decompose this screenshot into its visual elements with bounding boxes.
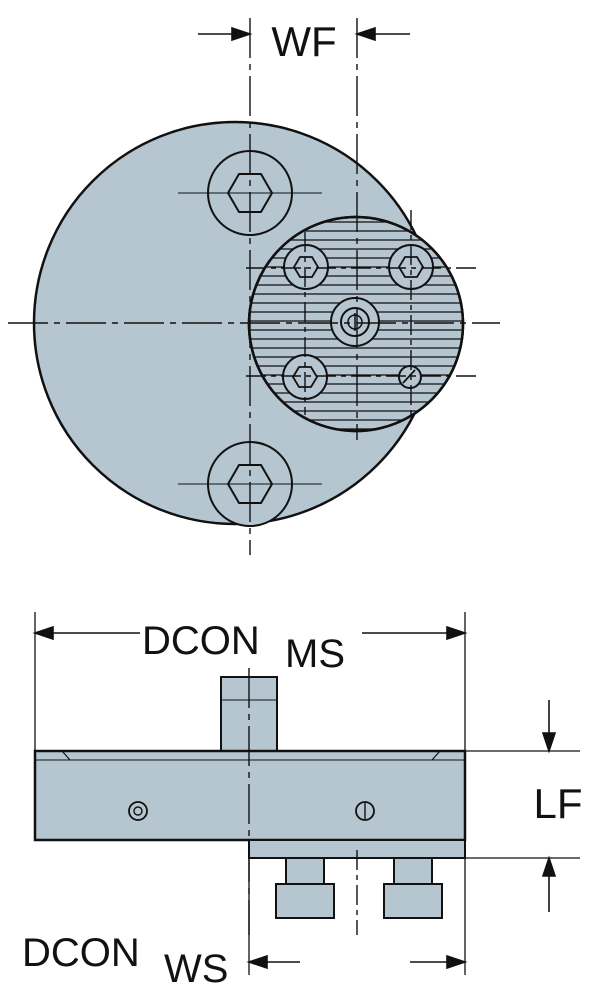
dcon-ms-dimension [32, 625, 468, 641]
side-screw-right-icon [355, 801, 375, 821]
dcon-ws-main: DCON [22, 931, 140, 975]
top-centerlines [8, 18, 500, 555]
dcon-ws-subscript: WS [164, 947, 228, 991]
lf-label: LF [533, 780, 582, 827]
side-screw-left-icon [128, 801, 148, 821]
foot-left-icon [275, 857, 335, 919]
dcon-ms-main: DCON [142, 619, 260, 663]
dcon-ms-label: DCON [142, 619, 260, 663]
dcon-ws-dimension [246, 954, 468, 970]
lf-dimension [541, 700, 557, 912]
foot-right-icon [383, 857, 443, 919]
wf-label: WF [271, 18, 336, 65]
dcon-ws-label: DCON [22, 931, 140, 975]
pin-icon [398, 365, 422, 389]
disc-screw-top-left-icon [283, 244, 329, 290]
center-bolt-icon [330, 297, 380, 347]
side-view: DCON MS LF DCON WS [22, 612, 583, 991]
main-body [33, 749, 467, 842]
extension-lines [34, 612, 580, 975]
wf-dimension [198, 26, 410, 42]
top-view: WF [8, 18, 500, 555]
dcon-ms-subscript: MS [285, 632, 345, 676]
